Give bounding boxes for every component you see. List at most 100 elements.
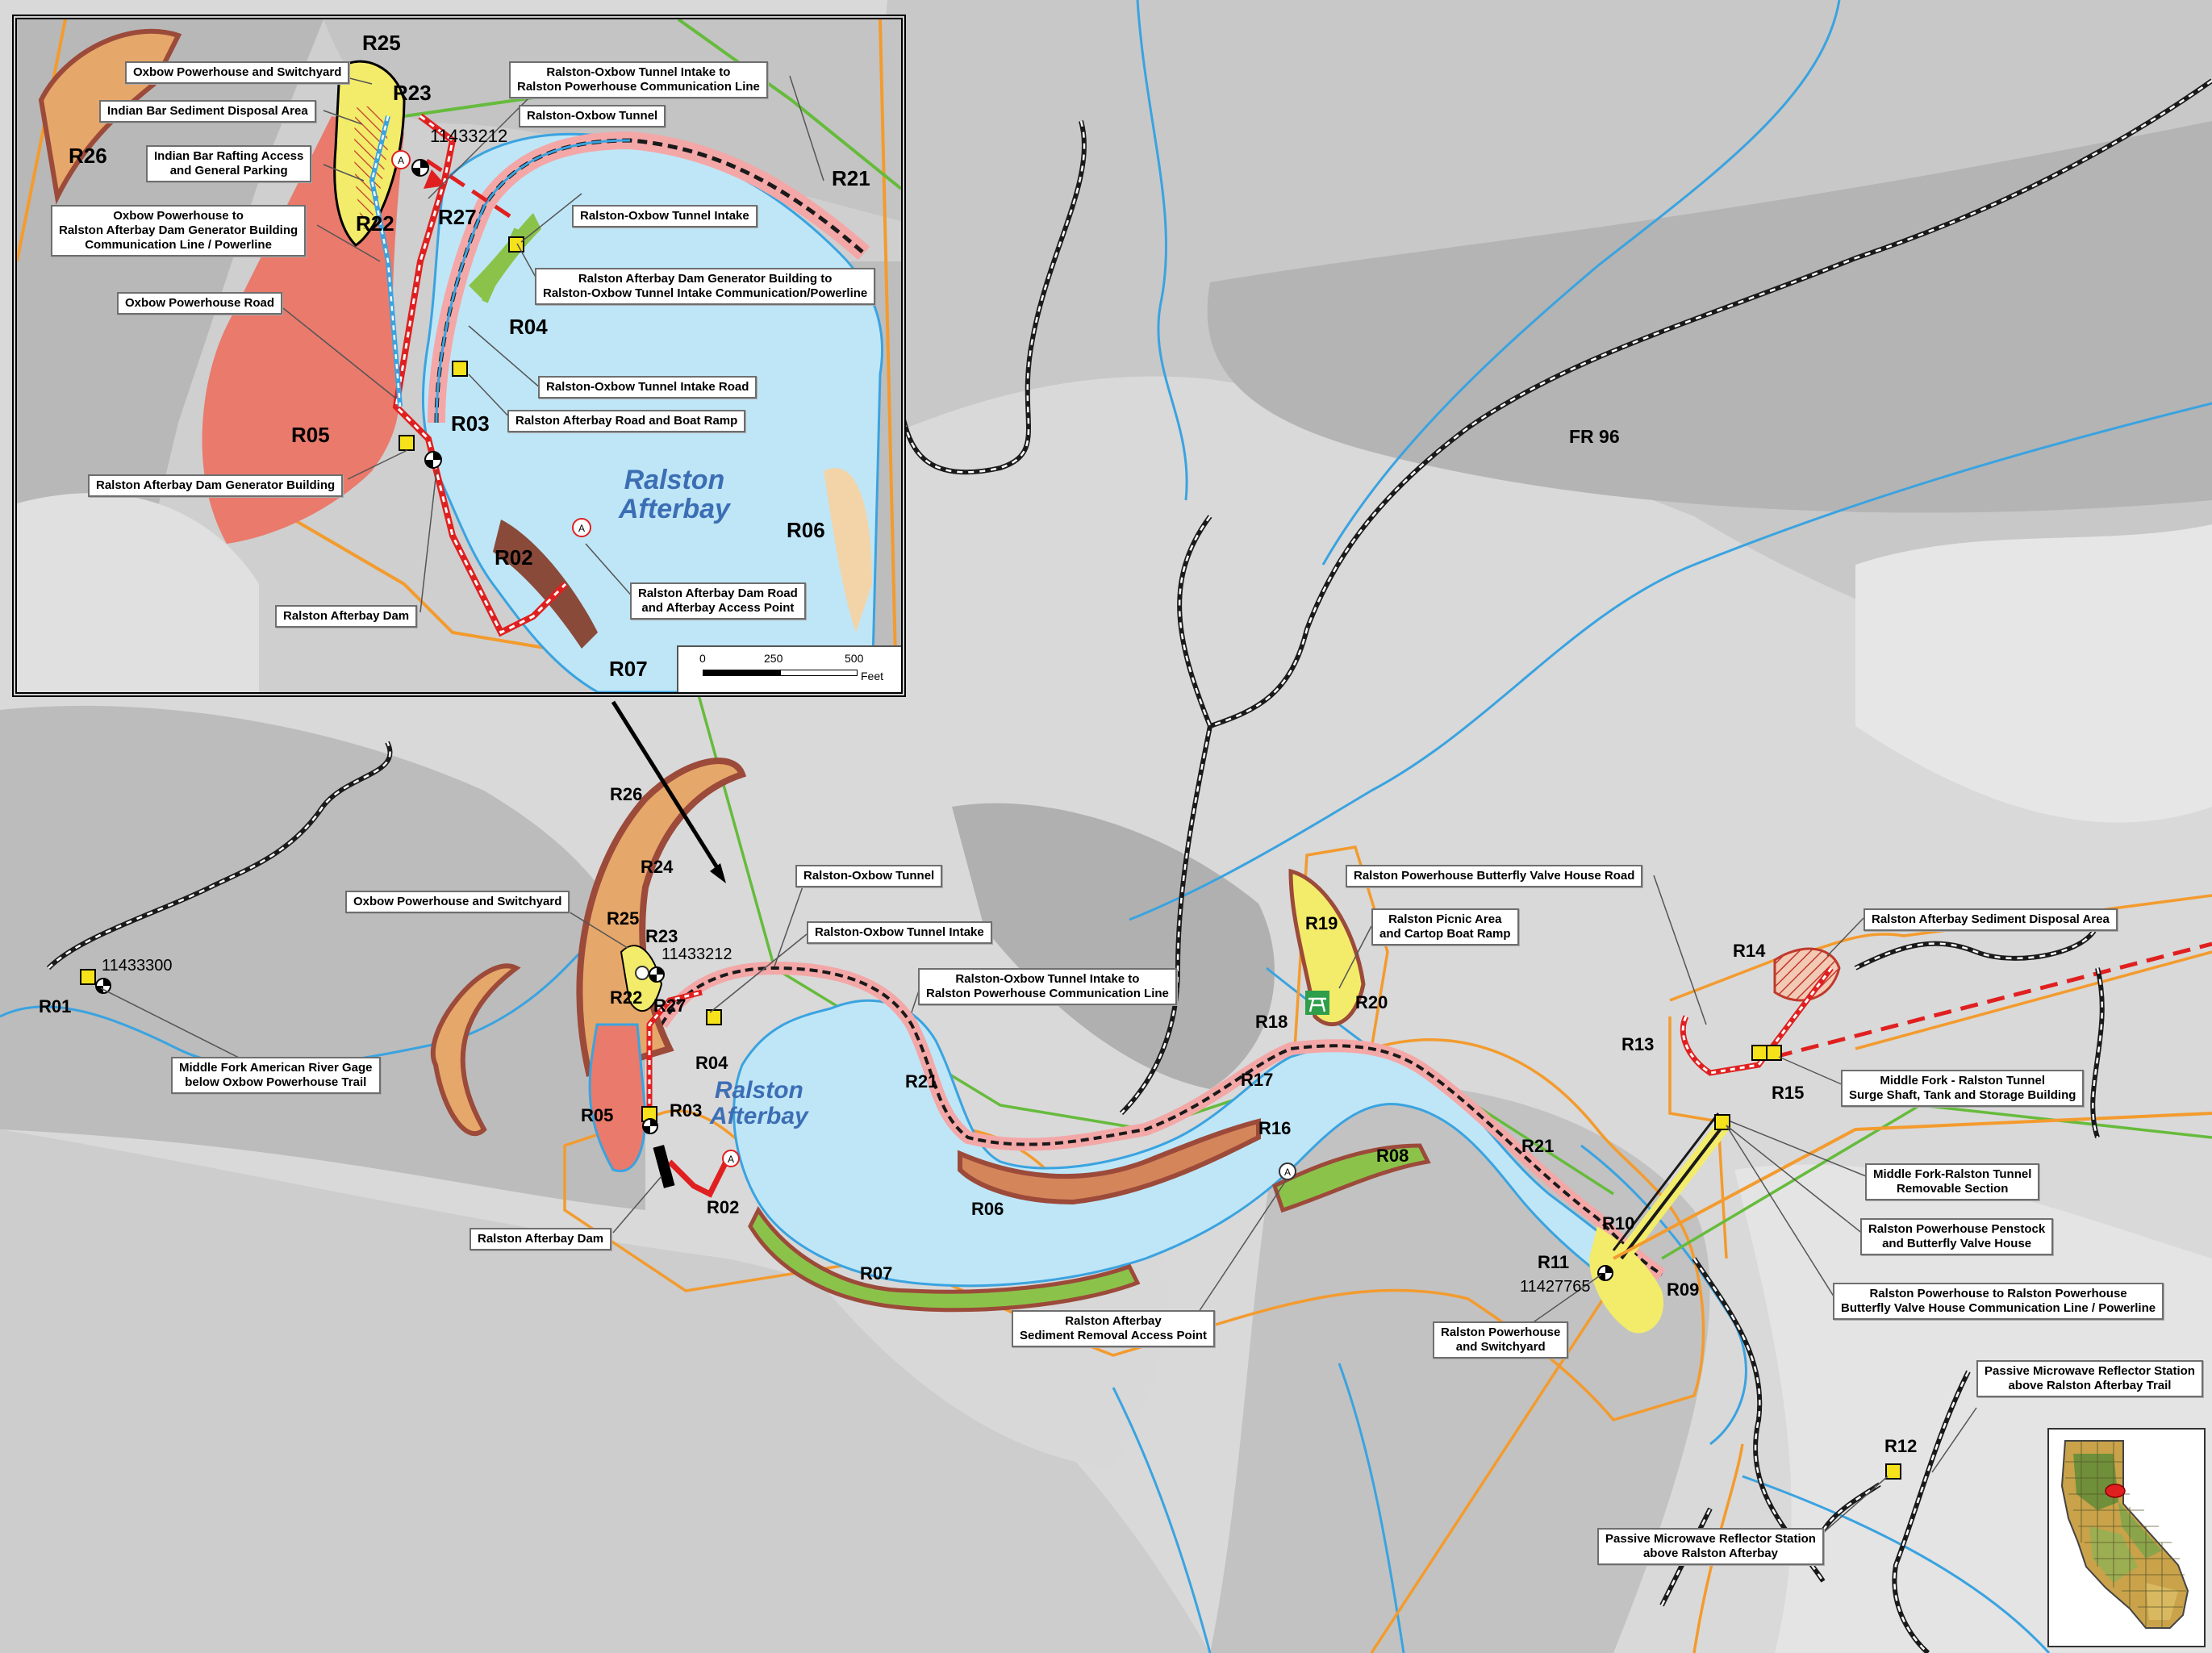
callout-oxbow-powerhouse-switchyard: Oxbow Powerhouse and Switchyard [345,891,570,913]
rec-area-r01: R01 [39,996,72,1016]
rec-area-r05: R05 [581,1105,614,1125]
rec-area-r26: R26 [610,784,643,804]
rec-area-r14: R14 [1733,941,1766,961]
inset-rec-area-r26: R26 [69,144,107,168]
inset-callout-tunnel-intake-road: Ralston-Oxbow Tunnel Intake Road [538,376,758,399]
callout-microwave-trail: Passive Microwave Reflector Station abov… [1976,1360,2203,1397]
scale-unit: Feet [861,670,884,682]
inset-gage-id: 11433212 [430,126,508,146]
gage-id-11427765: 11427765 [1520,1278,1591,1296]
callout-sediment-removal-access: Ralston Afterbay Sediment Removal Access… [1012,1310,1216,1347]
callout-penstock: Ralston Powerhouse Penstock and Butterfl… [1860,1218,2054,1255]
inset-pointer-arrow [611,700,726,883]
access-point-markers: A A [635,966,1296,1180]
inset-rec-area-r07: R07 [609,657,648,681]
callout-powerhouse-switchyard: Ralston Powerhouse and Switchyard [1433,1321,1569,1359]
rec-area-r18: R18 [1255,1012,1288,1032]
callout-powerhouse-comm-line: Ralston Powerhouse to Ralston Powerhouse… [1833,1283,2164,1320]
callout-removable-section: Middle Fork-Ralston Tunnel Removable Sec… [1865,1163,2040,1200]
scale-bar-right [780,670,858,676]
callout-picnic-area: Ralston Picnic Area and Cartop Boat Ramp [1371,908,1519,945]
inset-callout-ralston-oxbow-tunnel-intake: Ralston-Oxbow Tunnel Intake [572,205,758,227]
road-label-fr96: FR 96 [1569,426,1620,447]
inset-callout-indian-bar-rafting: Indian Bar Rafting Access and General Pa… [146,145,312,182]
callout-sediment-disposal-area: Ralston Afterbay Sediment Disposal Area [1864,908,2118,931]
inset-markers: A A [391,150,591,537]
inset-callout-ralston-oxbow-tunnel: Ralston-Oxbow Tunnel [519,105,666,127]
rec-area-r13: R13 [1621,1034,1655,1054]
gage-id-11433300: 11433300 [102,957,173,975]
inset-callout-oxbow-comm-line: Oxbow Powerhouse to Ralston Afterbay Dam… [51,205,307,257]
callout-surge-shaft: Middle Fork - Ralston Tunnel Surge Shaft… [1841,1070,2085,1107]
inset-leaders [282,72,824,613]
inset-callout-tunnel-intake-comm-line: Ralston-Oxbow Tunnel Intake to Ralston P… [509,61,768,98]
inset-callout-generator-building: Ralston Afterbay Dam Generator Building [88,474,344,497]
rec-area-r19: R19 [1305,913,1338,933]
rec-area-r10: R10 [1602,1213,1635,1233]
rec-area-r07: R07 [860,1263,893,1284]
scale-bar-left [703,670,780,676]
rec-area-r21: R21 [905,1071,938,1092]
rec-area-r02: R02 [707,1197,740,1217]
shoreline-road [656,961,1666,1280]
scale-tick-250: 250 [764,652,783,665]
rec-area-r25: R25 [607,908,640,929]
dam-structure [653,1145,675,1188]
inset-callout-generator-to-intake: Ralston Afterbay Dam Generator Building … [535,268,876,305]
callout-afterbay-dam: Ralston Afterbay Dam [470,1228,612,1250]
inset-rec-area-r22: R22 [356,211,394,236]
california-outline [2060,1440,2189,1629]
inset-rec-area-r27: R27 [438,205,477,229]
inset-rec-area-r06: R06 [787,518,825,542]
callout-ralston-oxbow-tunnel: Ralston-Oxbow Tunnel [795,865,943,887]
gage-markers [95,966,1613,1281]
rec-area-r09: R09 [1667,1279,1700,1300]
picnic-icon [1305,991,1329,1015]
rec-area-r24: R24 [641,857,674,877]
svg-text:A: A [398,155,404,166]
inset-rec-area-r23: R23 [393,81,432,105]
rec-area-r22: R22 [610,987,643,1008]
inset-rec-area-r21: R21 [832,166,870,190]
callout-microwave-station: Passive Microwave Reflector Station abov… [1597,1528,1824,1565]
callout-tunnel-intake-comm-line: Ralston-Oxbow Tunnel Intake to Ralston P… [918,968,1177,1005]
roads-red-white [646,966,1834,1198]
inset-callout-indian-bar-disposal: Indian Bar Sediment Disposal Area [99,100,316,123]
rec-area-r04: R04 [695,1053,728,1073]
inset-rec-area-r25: R25 [362,31,401,55]
svg-text:A: A [1284,1167,1291,1178]
project-location-marker [2105,1484,2126,1498]
scale-tick-500: 500 [845,652,864,665]
inset-map: A A Ralston Afterbay [12,15,906,697]
rec-area-r11: R11 [1538,1252,1570,1272]
callout-leaders [100,875,1977,1534]
inset-water-label: Ralston Afterbay [619,465,730,524]
inset-callout-oxbow-powerhouse-road: Oxbow Powerhouse Road [117,292,283,315]
svg-text:A: A [578,523,585,534]
rec-area-r17: R17 [1241,1070,1274,1090]
scale-tick-0: 0 [699,652,706,665]
rec-area-r27: R27 [653,996,687,1016]
rec-area-r12: R12 [1884,1436,1918,1456]
rec-area-r06: R06 [971,1199,1004,1219]
callout-ralston-oxbow-tunnel-intake: Ralston-Oxbow Tunnel Intake [807,921,992,944]
inset-rec-area-r04: R04 [509,315,548,339]
inset-callout-dam-road-access: Ralston Afterbay Dam Road and Afterbay A… [630,582,806,620]
locator-map [2047,1428,2206,1647]
inset-shoreline [428,131,870,424]
rec-area-r23: R23 [645,926,678,946]
svg-text:A: A [728,1154,734,1165]
callout-river-gage: Middle Fork American River Gage below Ox… [171,1057,381,1094]
inset-rec-area-r05: R05 [291,423,330,447]
rec-area-r21-east: R21 [1521,1136,1555,1156]
rec-area-r08: R08 [1376,1146,1409,1166]
rec-area-r15: R15 [1772,1083,1805,1103]
rec-area-r16: R16 [1258,1118,1292,1138]
inset-callout-oxbow-powerhouse: Oxbow Powerhouse and Switchyard [125,61,350,84]
scale-bar: 0 250 500 Feet [677,645,901,692]
rec-area-r03: R03 [670,1100,703,1121]
rec-area-r20: R20 [1355,992,1388,1012]
